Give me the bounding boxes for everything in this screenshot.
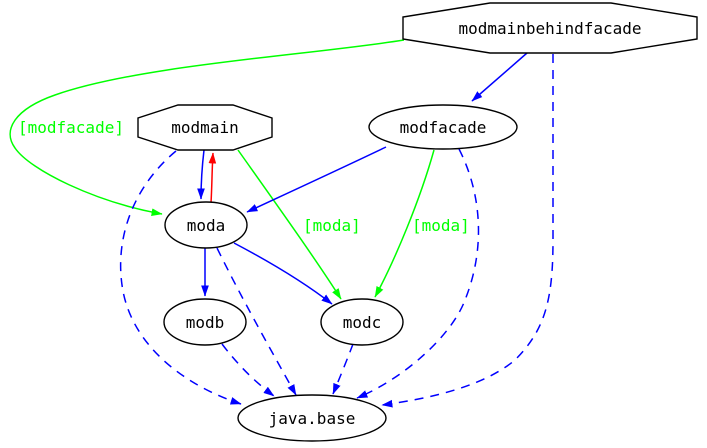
node-java-base: java.base (237, 394, 387, 442)
node-moda-shape (164, 201, 248, 249)
nodes-layer: modmainbehindfacade modmain modfacade mo… (137, 2, 698, 442)
node-modfacade-shape (368, 104, 518, 150)
node-modmainbehindfacade-label: modmainbehindfacade (458, 19, 641, 38)
node-moda-label: moda (187, 216, 226, 235)
edge-label-modfacade: [modfacade] (18, 118, 124, 137)
edges-layer (9, 39, 554, 408)
node-modmainbehindfacade: modmainbehindfacade (402, 2, 698, 54)
edge-modmain-modc (237, 149, 342, 300)
edge-modfacade-java-base (356, 148, 480, 399)
node-modb: modb (163, 298, 247, 346)
edge-moda-java-base (216, 247, 297, 396)
edge-modfacade-modc (374, 149, 435, 298)
node-modmain: modmain (137, 104, 273, 151)
edge-label-moda-right: [moda] (412, 216, 470, 235)
node-modb-shape (163, 298, 247, 346)
node-java-base-shape (237, 394, 387, 442)
node-modmain-shape (137, 104, 273, 151)
node-modmain-label: modmain (171, 118, 238, 137)
edge-modmainbehindfacade-moda (9, 39, 405, 216)
edge-modb-java-base (221, 343, 275, 397)
node-modc-label: modc (343, 313, 382, 332)
node-java-base-label: java.base (269, 409, 356, 428)
node-moda: moda (164, 201, 248, 249)
node-modc-shape (320, 298, 404, 346)
edge-modmainbehindfacade-modfacade (471, 52, 528, 102)
edge-modc-java-base (332, 343, 354, 395)
node-modc: modc (320, 298, 404, 346)
edge-modmain-moda (197, 149, 205, 200)
edge-moda-modc (233, 242, 333, 305)
node-modmainbehindfacade-shape (402, 2, 698, 54)
edge-moda-modmain (208, 152, 217, 204)
edge-label-moda-left: [moda] (303, 216, 361, 235)
node-modb-label: modb (186, 313, 225, 332)
edge-modmain-java-base (119, 150, 242, 405)
node-modfacade-label: modfacade (400, 118, 487, 137)
edge-modfacade-moda (246, 146, 387, 213)
edge-labels-layer: [modfacade] [moda] [moda] (18, 118, 470, 235)
node-modfacade: modfacade (368, 104, 518, 150)
edge-modmainbehindfacade-java-base (381, 54, 554, 408)
